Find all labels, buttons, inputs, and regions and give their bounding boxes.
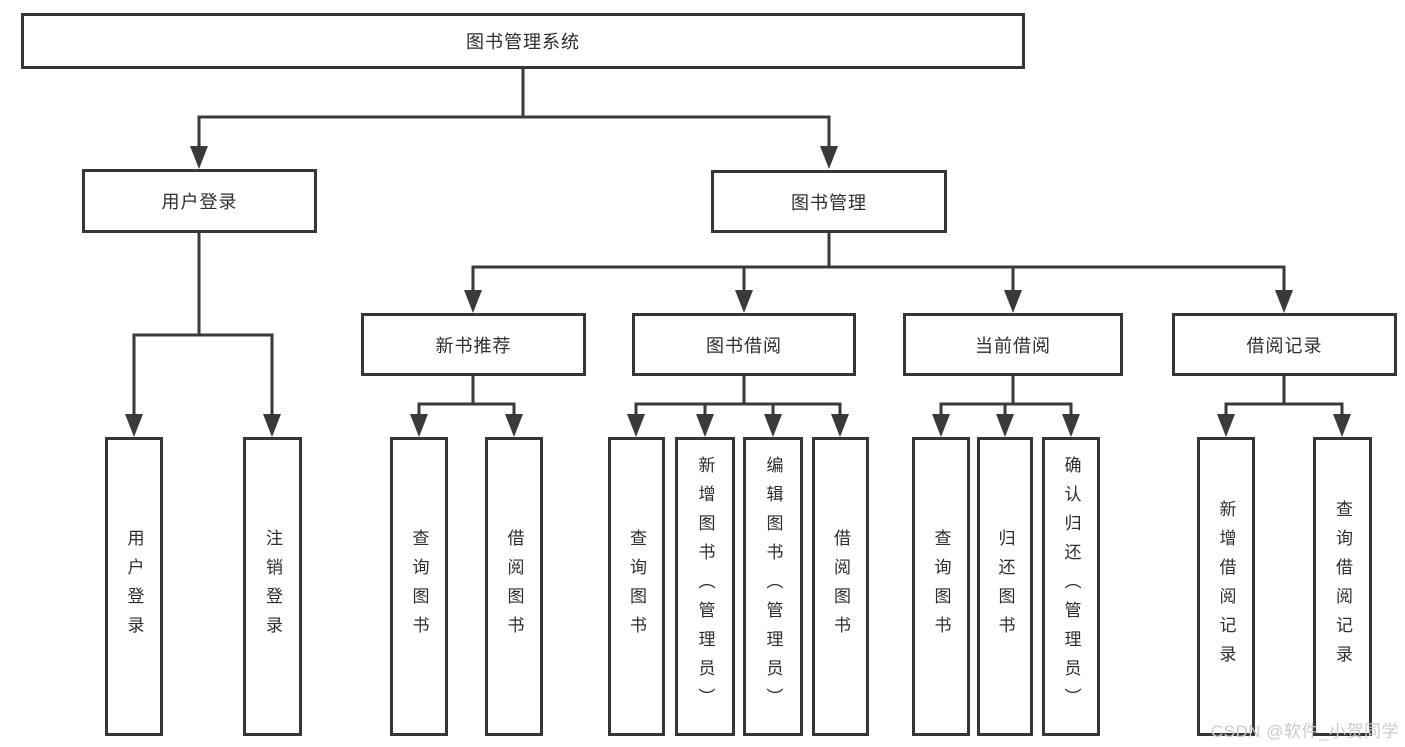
node-leaf-return-books: 归还图书: [977, 437, 1033, 736]
node-label: 查询图书: [409, 528, 429, 645]
node-label: 借阅图书: [504, 528, 524, 645]
node-label: 查询图书: [931, 528, 951, 645]
node-label: 归还图书: [995, 528, 1015, 645]
node-leaf-add-books-admin: 新增图书（管理员）: [675, 437, 735, 736]
node-label: 查询借阅记录: [1333, 499, 1352, 674]
node-leaf-query-books-recommend: 查询图书: [390, 437, 448, 736]
node-label: 借阅图书: [831, 528, 850, 645]
node-label: 查询图书: [627, 528, 646, 645]
node-label: 借阅记录: [1246, 335, 1323, 356]
node-label: 当前借阅: [975, 335, 1051, 356]
node-leaf-confirm-return-admin: 确认归还（管理员）: [1042, 437, 1100, 736]
node-leaf-logout: 注销登录: [243, 437, 302, 736]
node-leaf-borrow-books-recommend: 借阅图书: [485, 437, 543, 736]
node-label: 新增图书（管理员）: [695, 456, 715, 717]
node-borrowing-records: 借阅记录: [1172, 313, 1397, 376]
node-label: 图书借阅: [706, 335, 782, 356]
csdn-watermark: CSDN @软件_小贺同学: [1210, 722, 1399, 741]
node-label: 注销登录: [263, 528, 282, 645]
node-label: 新增借阅记录: [1216, 499, 1236, 674]
node-label: 新书推荐: [435, 335, 512, 356]
node-leaf-user-login: 用户登录: [105, 437, 163, 736]
node-leaf-edit-books-admin: 编辑图书（管理员）: [743, 437, 803, 736]
node-current-borrowing: 当前借阅: [903, 313, 1123, 376]
node-book-management: 图书管理: [711, 170, 947, 233]
node-leaf-add-borrow-record: 新增借阅记录: [1197, 437, 1255, 736]
node-leaf-query-borrow-record: 查询借阅记录: [1313, 437, 1372, 736]
node-label: 用户登录: [124, 528, 144, 645]
node-label: 用户登录: [161, 192, 238, 212]
node-leaf-borrow-books: 借阅图书: [812, 437, 869, 736]
node-label: 图书管理: [791, 192, 867, 213]
node-book-borrowing: 图书借阅: [632, 313, 856, 376]
node-label: 编辑图书（管理员）: [763, 456, 783, 717]
node-label: 图书管理系统: [466, 32, 580, 52]
node-leaf-query-books-current: 查询图书: [912, 437, 970, 736]
node-label: 确认归还（管理员）: [1061, 456, 1081, 717]
node-library-management-system: 图书管理系统: [21, 13, 1025, 69]
node-leaf-query-books-borrow: 查询图书: [608, 437, 665, 736]
node-user-login-branch: 用户登录: [82, 169, 317, 233]
node-new-book-recommendation: 新书推荐: [361, 313, 586, 376]
